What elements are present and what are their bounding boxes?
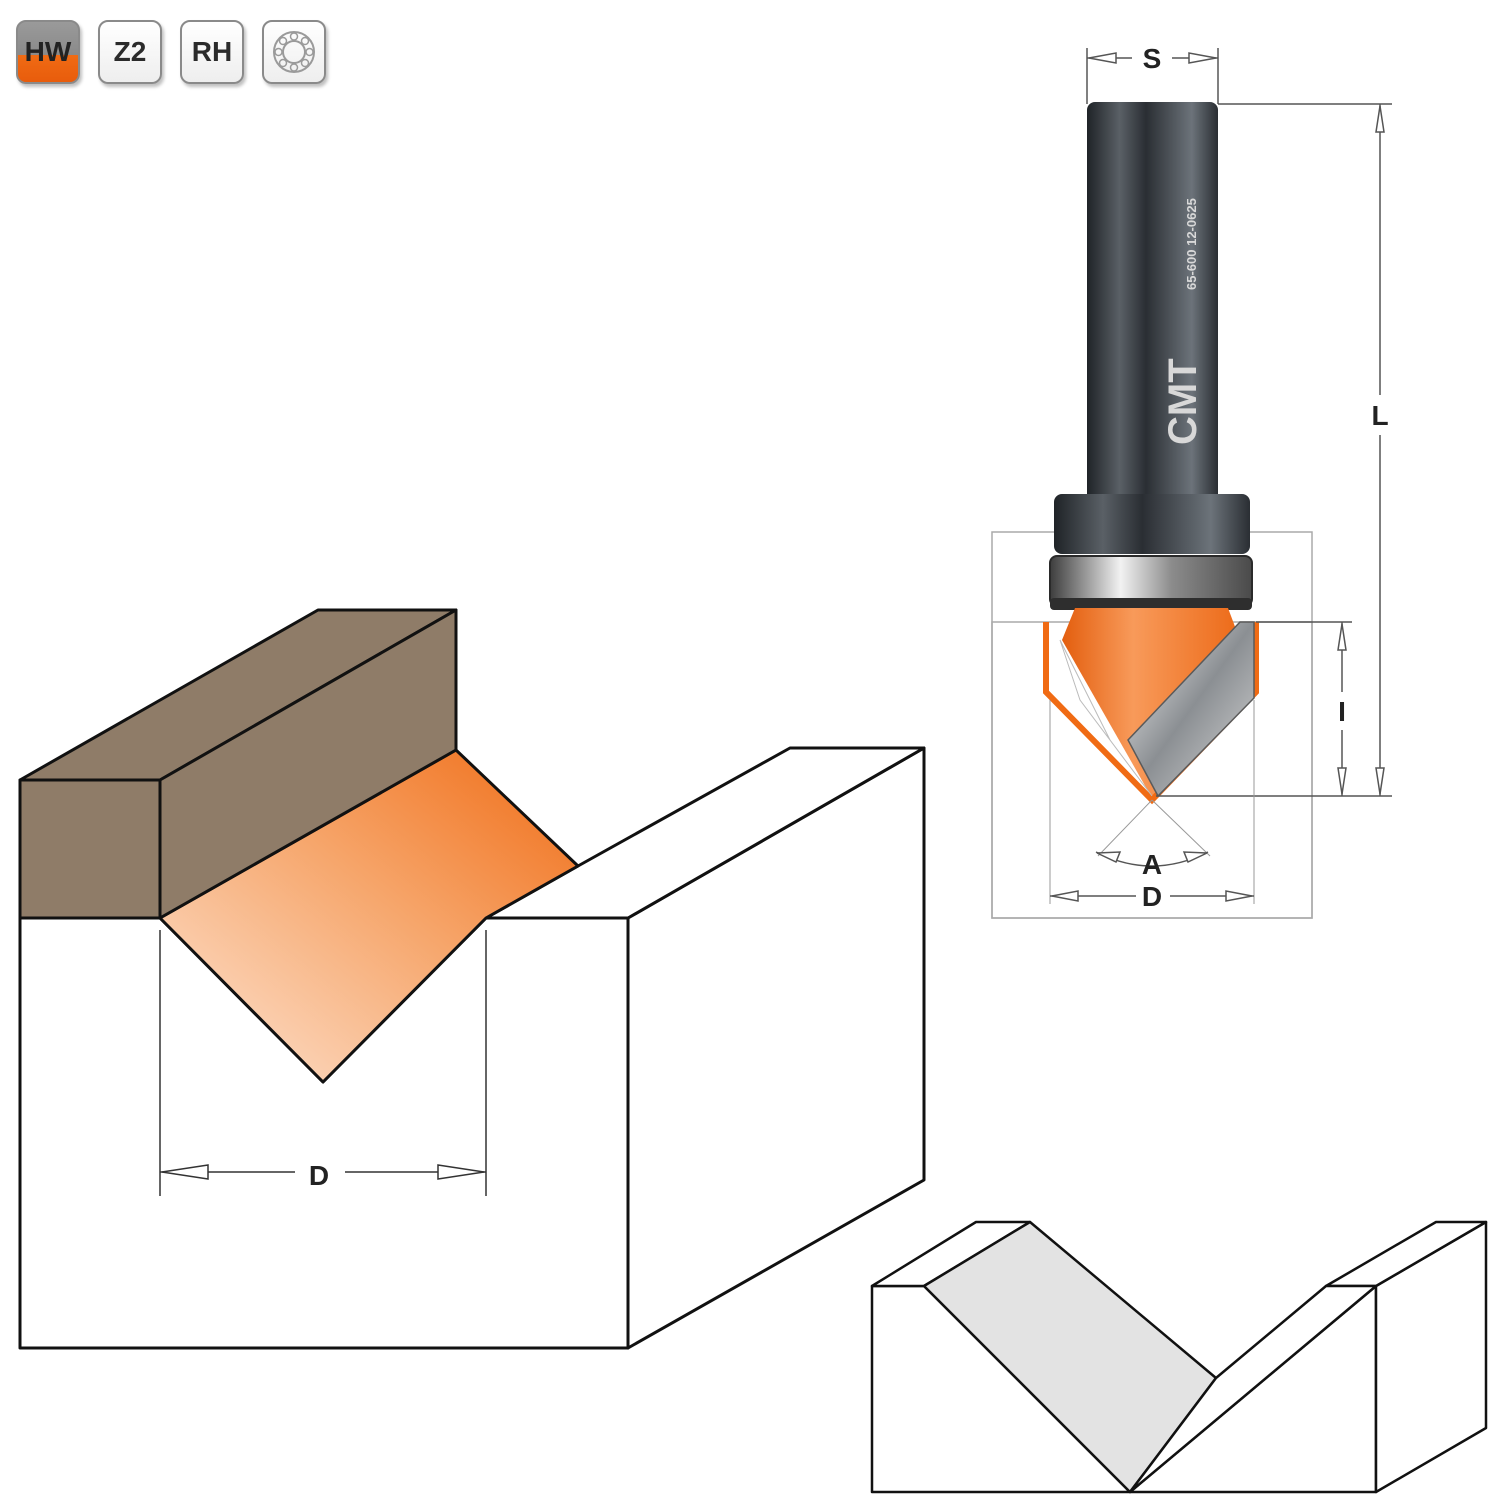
groove-diameter-label: D (309, 1160, 329, 1191)
cutting-length-label: I (1338, 696, 1346, 727)
svg-text:CMT: CMT (1161, 358, 1205, 445)
wood-fence-front (18, 778, 162, 920)
svg-text:65-600 12-0625: 65-600 12-0625 (1184, 198, 1199, 290)
groove-dimension (159, 930, 487, 1196)
bearing-icon (262, 20, 326, 84)
z2-badge: Z2 (98, 20, 162, 84)
wood-fence-side (158, 608, 458, 920)
angle-label: A (1142, 849, 1162, 880)
carbide-blade (1127, 621, 1255, 798)
length-label: L (1371, 400, 1388, 431)
shank-label: S (1143, 43, 1162, 74)
bit-dimensions (1049, 48, 1392, 904)
rh-badge: RH (180, 20, 244, 84)
workpiece-small (870, 1220, 1488, 1494)
shank (1087, 102, 1218, 502)
router-bit: CMT 65-600 12-0625 (991, 102, 1313, 919)
bit-body (1062, 608, 1240, 798)
workpiece-large (18, 608, 926, 1350)
badge-row: HW Z2 RH (16, 20, 326, 84)
tool-diameter-label: D (1142, 881, 1162, 912)
hw-badge: HW (16, 20, 80, 84)
bit-collar (1054, 494, 1250, 554)
